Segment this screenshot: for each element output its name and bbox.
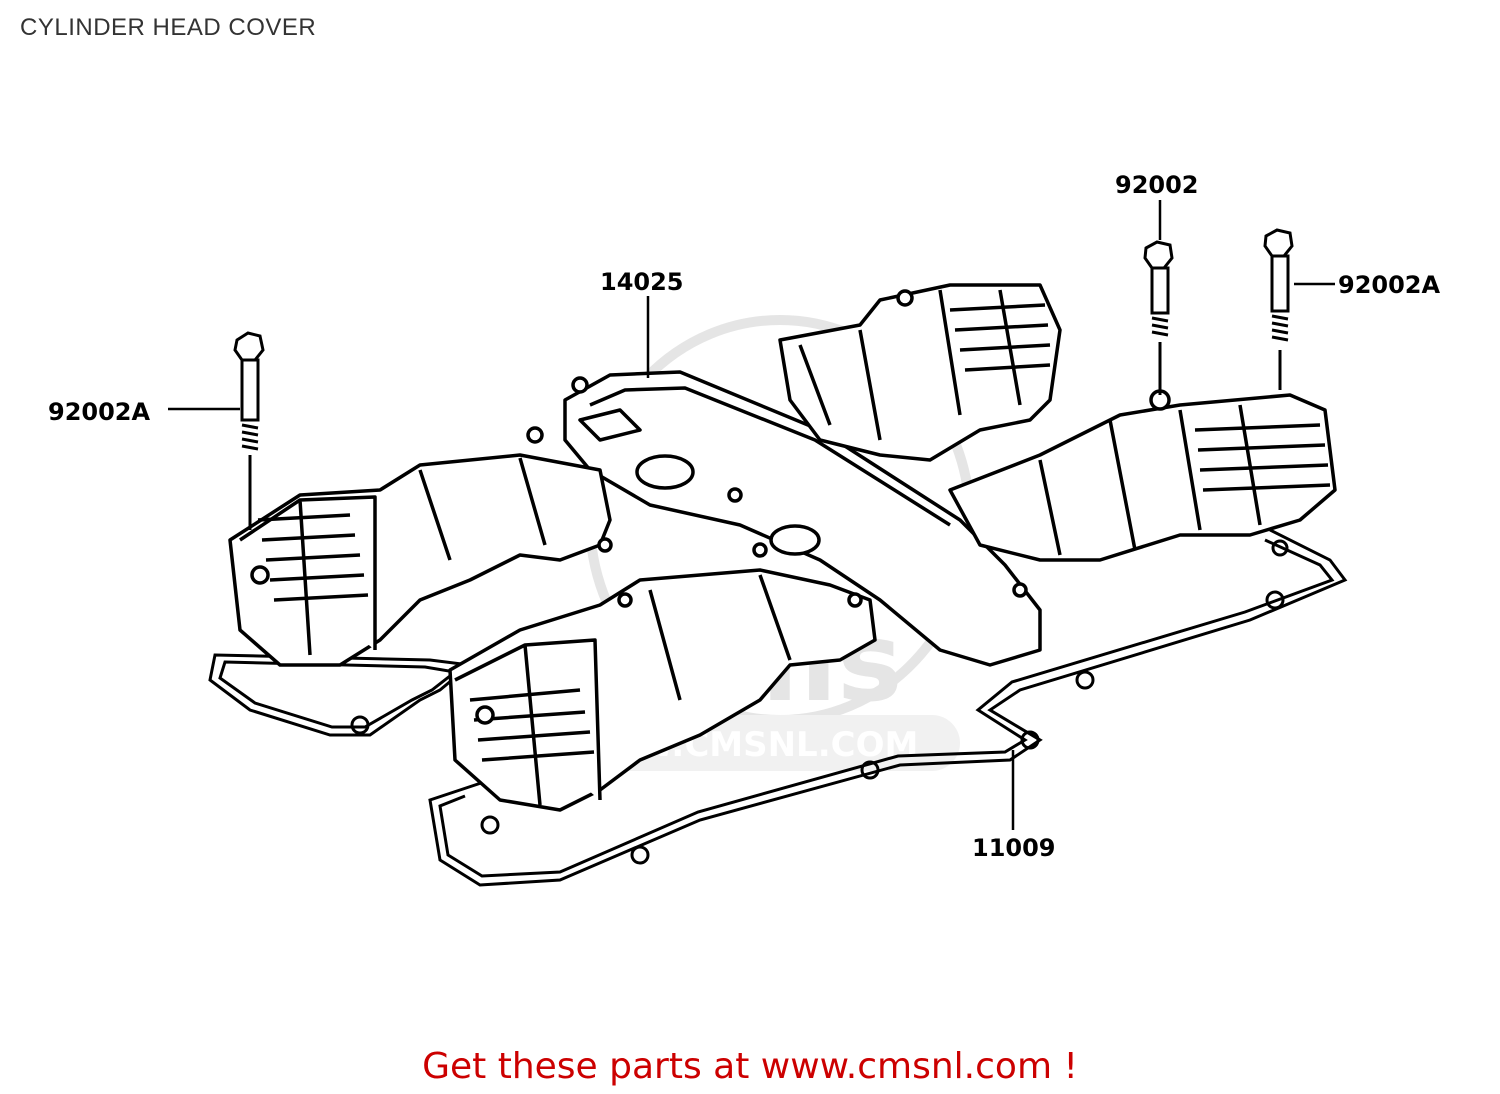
bolt-92002-top [1143,240,1174,395]
page-title: CYLINDER HEAD COVER [20,14,317,41]
cylinder-head-cover-14025 [228,283,1337,812]
bolt-92002a-left [233,331,265,530]
bolt-92002a-right [1263,228,1294,390]
callout-14025: 14025 [600,268,684,296]
callout-11009: 11009 [972,834,1056,862]
callout-92002a-left: 92002A [48,398,150,426]
footer-parts-link[interactable]: Get these parts at www.cmsnl.com ! [422,1046,1078,1087]
callout-92002a-right: 92002A [1338,271,1440,299]
callout-92002: 92002 [1115,171,1199,199]
gasket-11009 [208,528,1348,887]
leader-lines [168,200,1335,830]
